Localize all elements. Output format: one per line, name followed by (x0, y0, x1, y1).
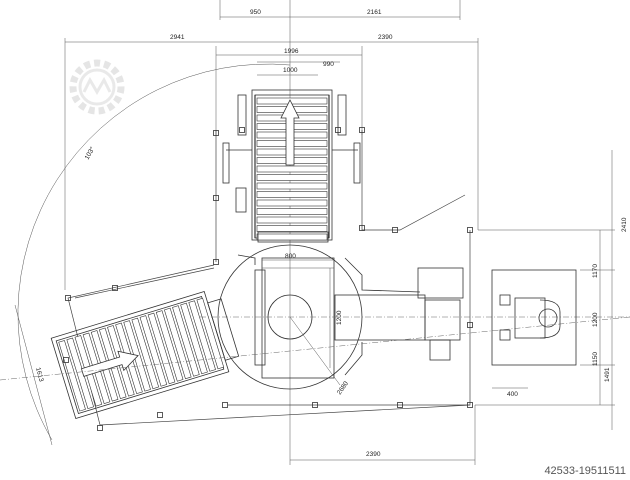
dim-top-right: 2161 (367, 9, 382, 16)
fence-post (359, 127, 365, 133)
roller (164, 307, 192, 380)
dim-left-conveyor: 1613 (34, 367, 45, 383)
reference-id: 42533-19511511 (544, 465, 626, 477)
top-roller-conveyor (222, 89, 361, 243)
left-roller-conveyor (50, 290, 240, 420)
top-dimension-chain: 950 2161 2941 2390 1996 990 1000 (64, 0, 479, 465)
fence-post (359, 225, 365, 231)
dim-station-width: 400 (507, 391, 518, 398)
center-line (0, 316, 630, 381)
roller (196, 297, 225, 370)
dim-conveyor-width: 1996 (284, 48, 299, 55)
roller (256, 233, 328, 241)
safety-fence (67, 130, 471, 426)
dim-right-total: 2410 (621, 217, 628, 232)
dim-row2-right: 2390 (378, 34, 393, 41)
roller (256, 182, 328, 190)
dim-right-upper: 1170 (592, 264, 599, 278)
fence-post (335, 127, 341, 133)
arrow-right-icon (80, 350, 139, 377)
fence-post (112, 285, 118, 291)
dim-table-width: 800 (285, 253, 296, 260)
fence-post (467, 227, 473, 233)
fence-post (63, 357, 69, 363)
dim-top-left: 950 (250, 9, 261, 16)
watermark-gear-icon (69, 59, 125, 115)
bottom-dimension: 2390 (290, 405, 476, 465)
roller (256, 208, 328, 215)
dim-right-lower-b: 1491 (604, 367, 611, 382)
operator-station: 400 (491, 269, 577, 398)
fence-post (467, 322, 473, 328)
roller (172, 305, 200, 377)
fence-post (312, 402, 318, 408)
roller (256, 97, 328, 105)
dim-radius-arc: 103° (83, 145, 97, 161)
fence-post (222, 402, 228, 408)
roller (180, 302, 208, 375)
left-conveyor-dimension: 1613 (14, 304, 53, 446)
roller (131, 317, 160, 390)
fence-post (467, 402, 473, 408)
roller (256, 191, 328, 198)
fence-post (239, 127, 245, 133)
dim-right-lower-a: 1150 (592, 352, 599, 366)
fence-post (157, 412, 163, 418)
fence-post (97, 425, 103, 431)
fence-post (213, 195, 219, 201)
dim-conveyor-inner: 990 (323, 61, 334, 68)
dim-right-mid: 1200 (592, 312, 599, 327)
dim-table-height: 1200 (336, 310, 343, 325)
fence-post (213, 130, 219, 136)
roller (256, 165, 328, 173)
roller (188, 300, 216, 372)
fence-post (213, 259, 219, 265)
operator-figure-icon (538, 308, 558, 328)
rotary-table: 800 1200 2680 (217, 244, 464, 396)
right-dimension-chain: 2410 1170 1200 1150 1491 (475, 150, 628, 430)
fence-post (392, 227, 398, 233)
arrow-up-icon (280, 99, 300, 166)
roller (256, 216, 328, 224)
roller (256, 199, 328, 207)
dim-row2-left: 2941 (170, 34, 185, 41)
roller (139, 315, 168, 387)
roller (256, 225, 328, 232)
roller (256, 174, 328, 181)
dim-bottom: 2390 (366, 451, 381, 458)
roller (155, 310, 184, 382)
fence-post (397, 402, 403, 408)
roller (147, 312, 176, 385)
swing-radius-arc (17, 63, 291, 441)
fence-posts (63, 127, 473, 431)
dim-conveyor-center: 1000 (283, 67, 298, 74)
roller (58, 340, 86, 412)
fence-post (65, 295, 71, 301)
